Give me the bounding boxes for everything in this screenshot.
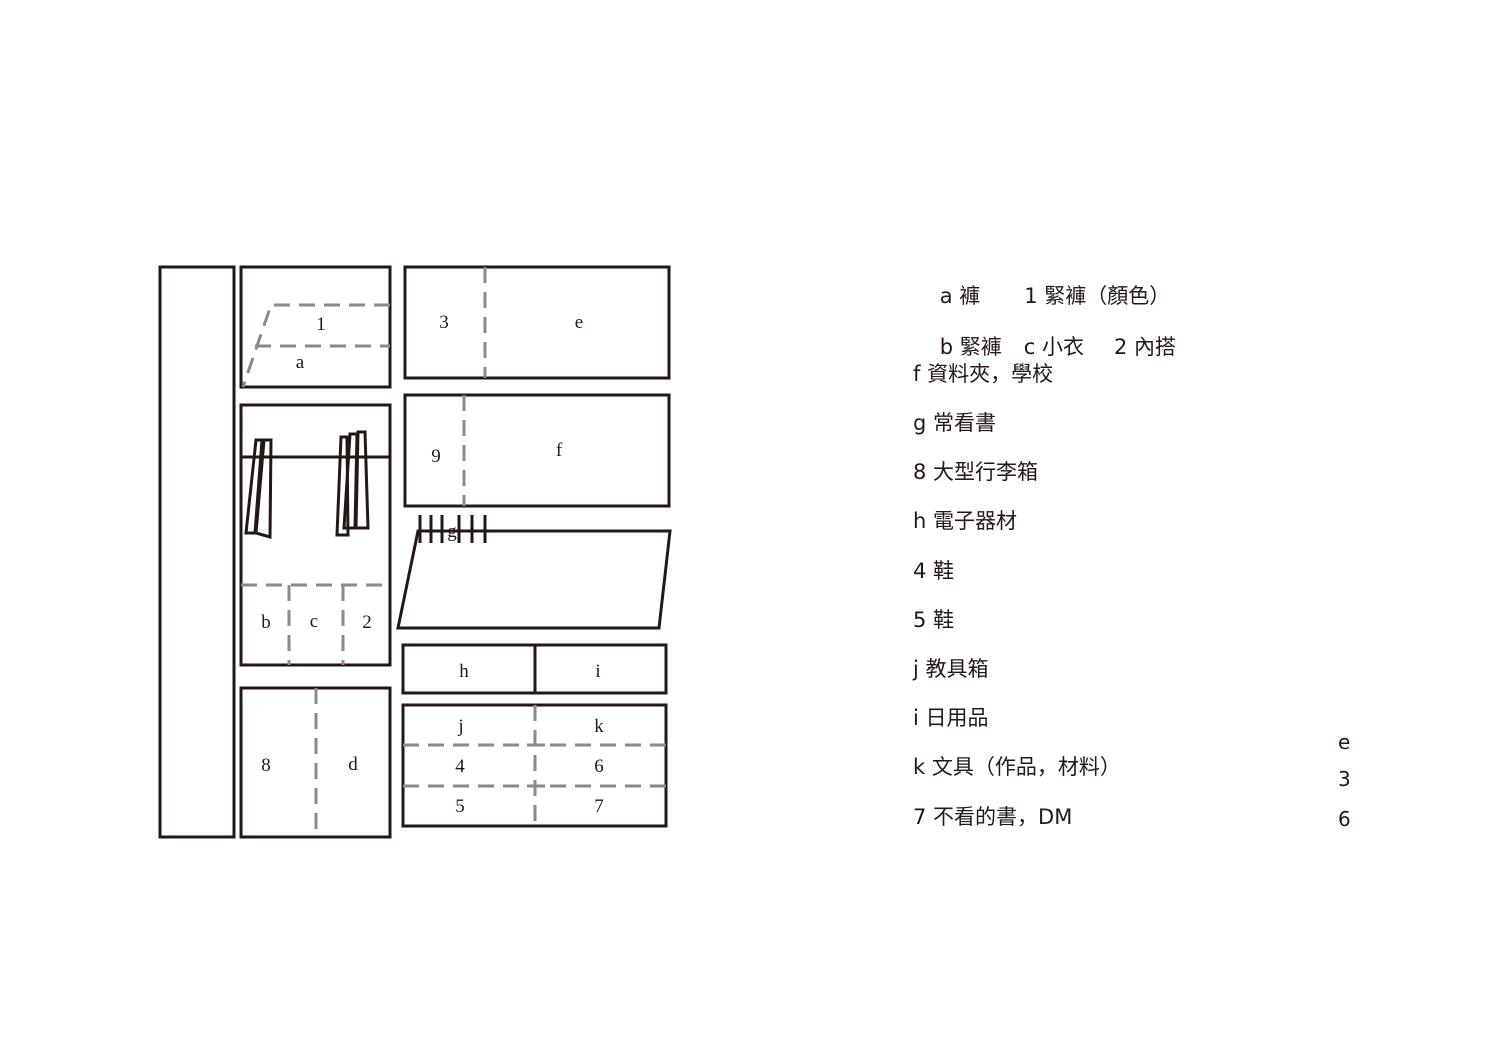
electronics-box — [401, 643, 537, 695]
shelf-pants-box — [239, 265, 392, 389]
label-2: 2 — [362, 612, 372, 633]
label-h: h — [459, 661, 469, 682]
legend-row: 8 大型行李箱 — [913, 462, 1038, 483]
label-4: 4 — [455, 756, 465, 777]
label-1: 1 — [316, 314, 326, 335]
legend-item: h 電子器材 — [913, 509, 1017, 533]
legend-item: a 褲 — [939, 284, 981, 308]
hanging-pants-left-b — [254, 438, 273, 539]
hanging-pants-right-a — [335, 435, 350, 537]
legend-item: 4 鞋 — [913, 559, 955, 583]
legend-item: c 小衣 — [1023, 335, 1084, 359]
label-k: k — [594, 716, 604, 737]
book-spines — [418, 515, 487, 543]
legend-row: b 緊褲 c 小衣 2 內搭 — [913, 316, 1176, 379]
legend-row: j 教具箱 — [913, 659, 989, 680]
legend-row: a 褲 1 緊褲（顏色） — [913, 265, 1171, 328]
legend-row: g 常看書 — [913, 413, 996, 434]
legend-item: f 資料夾，學校 — [913, 362, 1054, 386]
label-j: j — [457, 716, 463, 737]
hanging-section-box — [239, 403, 392, 667]
tall-left-cabinet — [158, 265, 236, 839]
legend-item: k 文具（作品，材料） — [913, 755, 1121, 779]
hanging-rod-and-clothes — [241, 430, 390, 539]
legend-row: 4 鞋 — [913, 561, 954, 582]
daily-goods-box — [533, 643, 668, 695]
side-mark-e: e — [1338, 730, 1351, 754]
legend-row: f 資料夾，學校 — [913, 364, 1053, 385]
label-g: g — [447, 521, 457, 542]
label-e: e — [575, 312, 583, 333]
legend-row: i 日用品 — [913, 708, 989, 729]
dashed-dividers — [241, 267, 666, 837]
legend-row: h 電子器材 — [913, 511, 1017, 532]
legend-row: k 文具（作品，材料） — [913, 757, 1121, 778]
side-mark-6: 6 — [1338, 807, 1351, 831]
folder-box — [403, 393, 671, 508]
legend-item: j 教具箱 — [913, 657, 989, 681]
label-d: d — [348, 754, 358, 775]
label-f: f — [556, 440, 563, 461]
label-c: c — [310, 611, 318, 632]
label-7: 7 — [594, 796, 604, 817]
side-mark-3: 3 — [1338, 767, 1351, 791]
bracket-mark — [527, 743, 545, 788]
legend-item: i 日用品 — [913, 706, 989, 730]
legend-item: 8 大型行李箱 — [913, 460, 1039, 484]
legend-row: 5 鞋 — [913, 610, 954, 631]
label-8: 8 — [261, 755, 271, 776]
legend-item: b 緊褲 — [939, 335, 1002, 359]
legend-item: 5 鞋 — [913, 608, 955, 632]
label-3: 3 — [439, 312, 449, 333]
label-9: 9 — [431, 446, 441, 467]
legend-item: 1 緊褲（顏色） — [1024, 284, 1171, 308]
box-labels: 1 a 3 e 9 f g b c 2 h i 8 d j k 4 6 5 7 — [261, 312, 604, 817]
slanted-book-shelf — [396, 529, 672, 630]
legend-item: 7 不看的書，DM — [913, 805, 1073, 829]
legend-row: 7 不看的書，DM — [913, 807, 1072, 828]
hanging-pants-right-c — [354, 430, 370, 530]
label-i: i — [595, 661, 600, 682]
legend-item: 2 內搭 — [1113, 335, 1176, 359]
top-right-box — [403, 265, 671, 380]
dashed-1-region — [241, 303, 390, 388]
legend-item: g 常看書 — [913, 411, 997, 435]
solid-outlines — [158, 265, 672, 839]
label-5: 5 — [455, 796, 465, 817]
label-a: a — [296, 352, 305, 373]
label-6: 6 — [594, 756, 604, 777]
label-b: b — [261, 612, 271, 633]
